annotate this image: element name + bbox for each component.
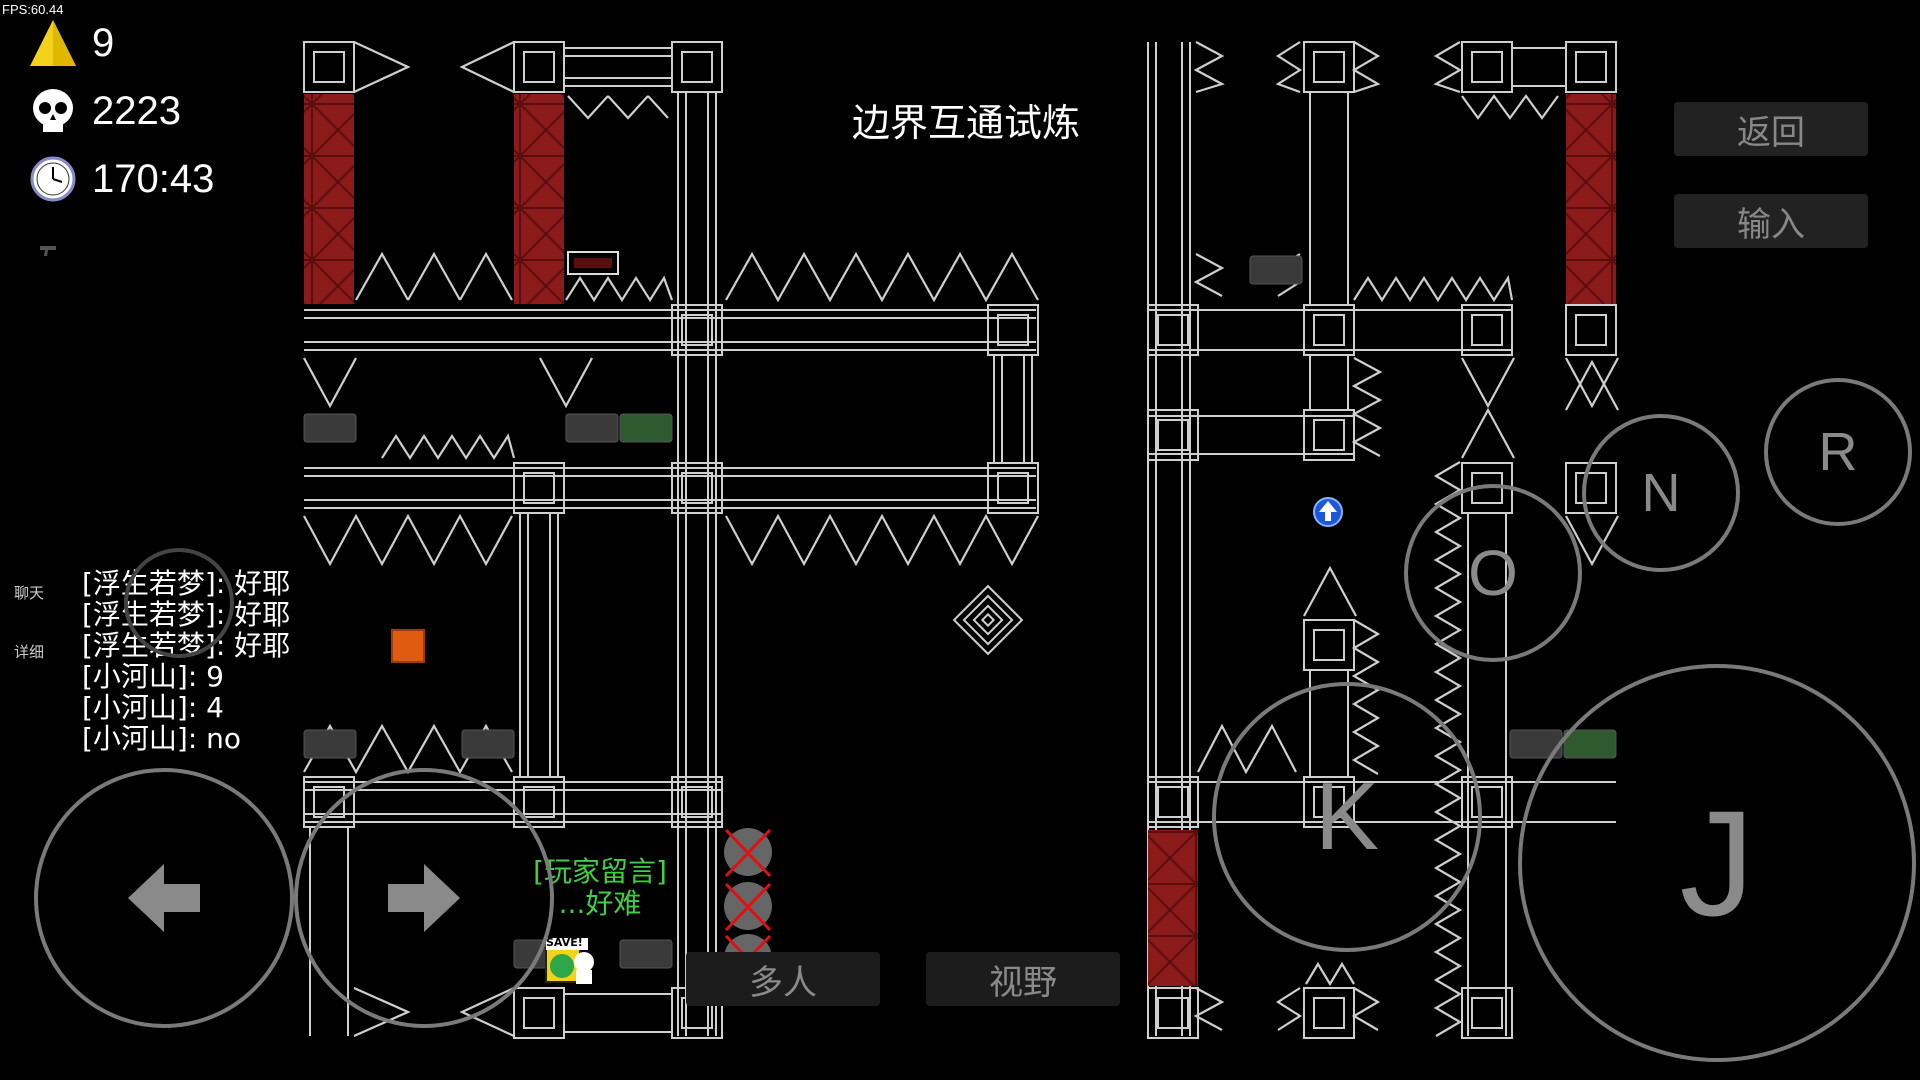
j-button[interactable]: J (1518, 664, 1916, 1062)
view-button[interactable]: 视野 (926, 952, 1120, 1006)
right-arrow-icon (388, 864, 460, 932)
skull-icon (33, 89, 73, 132)
death-count: 2223 (92, 88, 181, 133)
move-right-button[interactable] (294, 768, 554, 1028)
level-title: 边界互通试炼 (852, 101, 1081, 145)
death-counter: 2223 (28, 84, 181, 138)
gun-icon (40, 246, 56, 256)
time-counter: 170:43 (28, 152, 214, 206)
clock-icon (30, 156, 76, 202)
player-message: [玩家留言] ...好难 (520, 856, 680, 920)
red-blocks (304, 94, 1616, 986)
left-arrow-icon (128, 864, 200, 932)
detail-tab[interactable]: 详细 (14, 643, 45, 661)
chat-line: [小河山]: 4 (82, 691, 224, 724)
chat-tab[interactable]: 聊天 (14, 584, 45, 602)
blue-up-arrow-icon (1313, 497, 1343, 527)
triangle-coin-icon (30, 20, 76, 66)
k-button[interactable]: K (1212, 682, 1482, 952)
time-value: 170:43 (92, 156, 215, 201)
r-button[interactable]: R (1764, 378, 1912, 526)
chat-line: [小河山]: 9 (82, 660, 224, 693)
coin-counter: 9 (28, 16, 114, 70)
chat-line: [小河山]: no (82, 722, 242, 755)
player-message-text: ...好难 (558, 887, 642, 920)
o-button[interactable]: O (1404, 484, 1582, 662)
back-button[interactable]: 返回 (1674, 102, 1868, 156)
coin-count: 9 (92, 20, 115, 65)
orange-block (391, 629, 425, 663)
small-ring-control[interactable] (124, 548, 234, 658)
move-left-button[interactable] (34, 768, 294, 1028)
player-kid (574, 952, 594, 984)
fps-counter: FPS:60.44 (2, 2, 64, 17)
spiral-portal (952, 584, 1024, 656)
save-point (545, 938, 588, 983)
player-message-header: [玩家留言] (533, 855, 667, 888)
n-button[interactable]: N (1582, 414, 1740, 572)
multiplayer-button[interactable]: 多人 (686, 952, 880, 1006)
save-label: SAVE! (546, 936, 583, 949)
input-button[interactable]: 输入 (1674, 194, 1868, 248)
wall-blocks (303, 41, 1617, 1039)
